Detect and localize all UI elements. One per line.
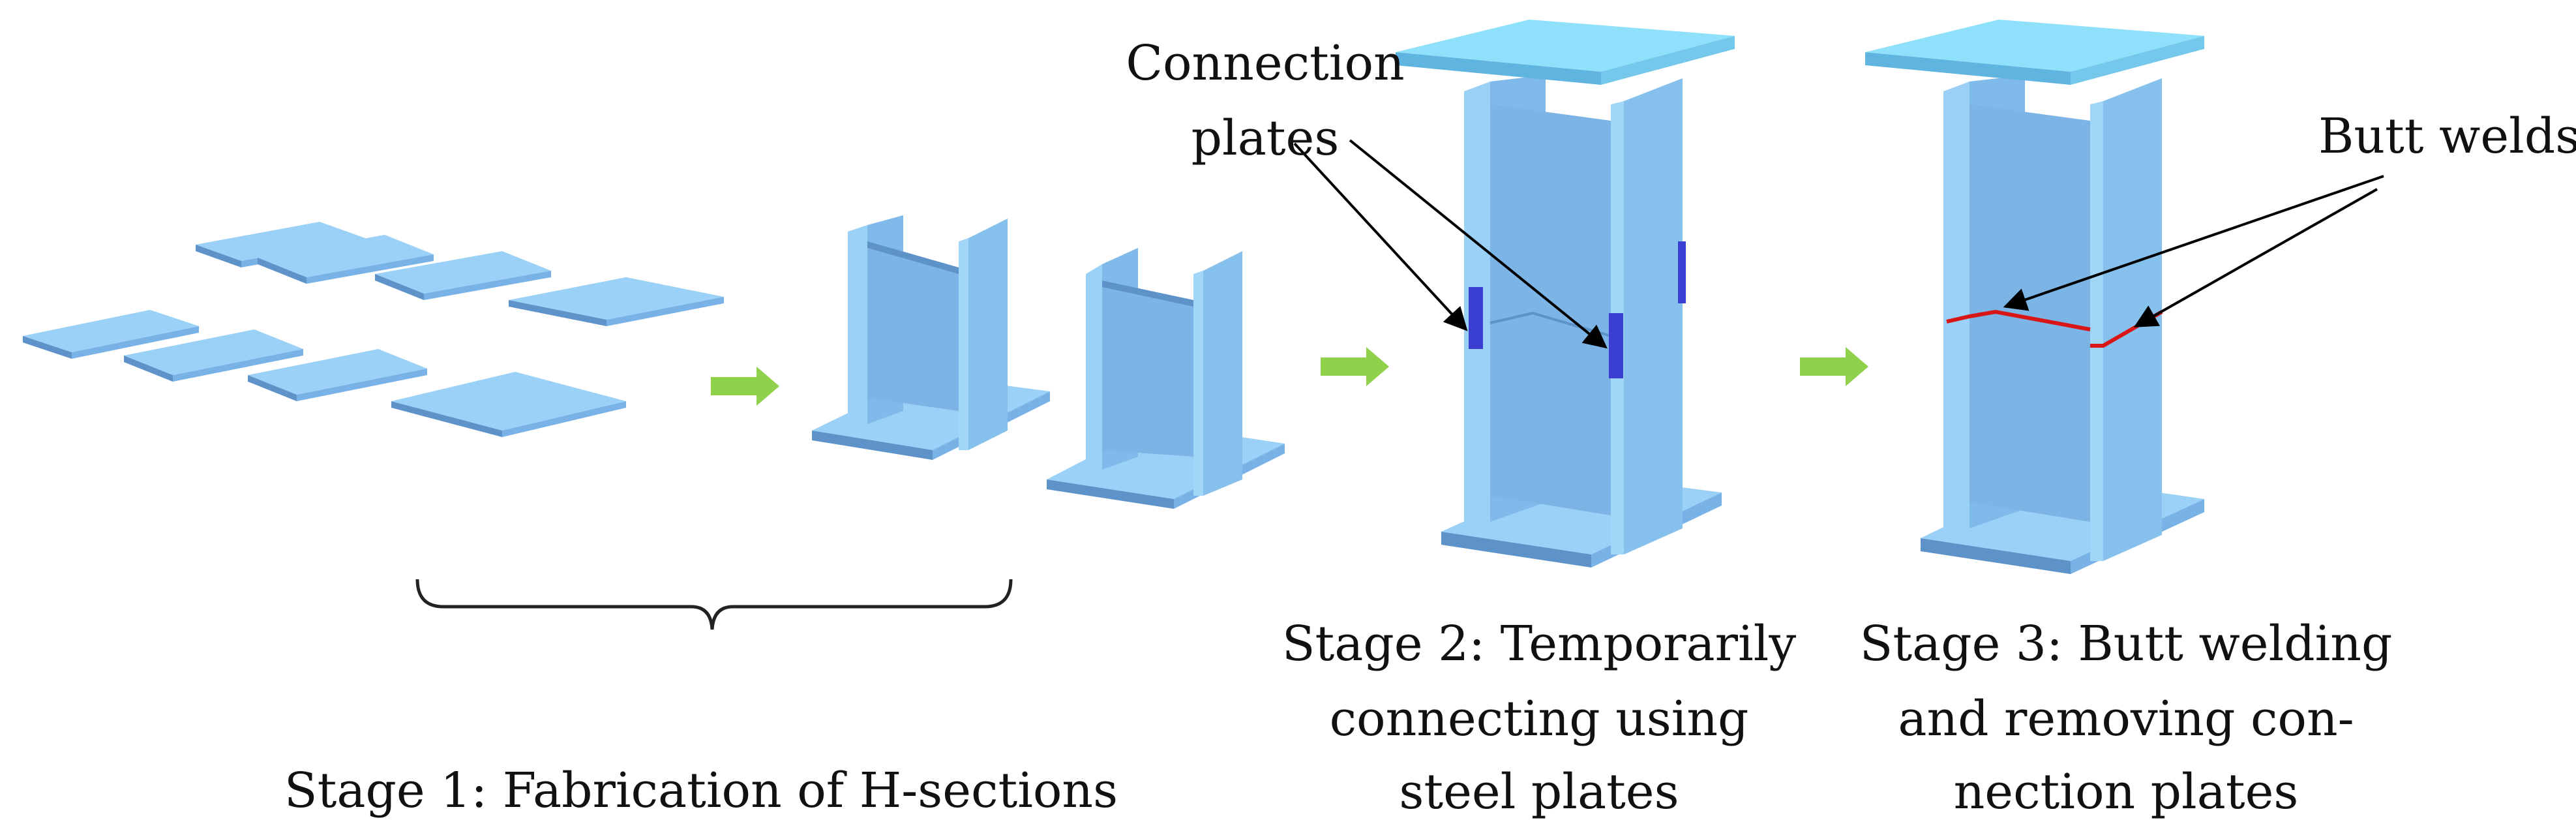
stage1-caption: Stage 1: Fabrication of H-sections bbox=[284, 763, 1118, 819]
flat-plate bbox=[509, 277, 724, 326]
connection-plate bbox=[1678, 241, 1686, 303]
callout-arrow bbox=[2003, 175, 2384, 311]
butt-weld bbox=[1946, 309, 2091, 331]
flat-plate bbox=[124, 329, 303, 382]
flat-plate bbox=[375, 251, 551, 300]
connection-plate bbox=[1609, 313, 1623, 378]
h-section bbox=[1047, 248, 1285, 509]
callout-connection-plates-line2: plates bbox=[1191, 110, 1340, 166]
connection-plate bbox=[1469, 287, 1483, 349]
flat-steel-plates bbox=[23, 222, 724, 437]
callout-butt-welds: Butt welds bbox=[2318, 108, 2576, 164]
flat-plate bbox=[23, 310, 199, 359]
stage1-brace bbox=[415, 579, 1013, 630]
green-arrow-icon bbox=[711, 367, 779, 406]
stage2-caption-line2: connecting using bbox=[1329, 691, 1749, 747]
flat-plate bbox=[248, 349, 427, 401]
h-section bbox=[812, 215, 1050, 460]
column-stage-3 bbox=[1865, 20, 2204, 574]
callout-arrow bbox=[1349, 139, 1608, 349]
stage3-caption-line2: and removing con- bbox=[1898, 691, 2354, 747]
stage2-caption-line3: steel plates bbox=[1399, 764, 1679, 820]
stage3-caption-line3: nection plates bbox=[1953, 764, 2299, 820]
callout-arrow bbox=[1293, 142, 1468, 331]
flat-plate bbox=[258, 235, 434, 284]
flat-plate bbox=[391, 372, 626, 437]
stage3-caption-line1: Stage 3: Butt welding bbox=[1859, 616, 2393, 672]
callout-connection-plates-line1: Connection bbox=[1126, 35, 1405, 91]
stage2-caption-line1: Stage 2: Temporarily bbox=[1281, 616, 1797, 672]
callout-arrow bbox=[2133, 188, 2378, 327]
green-arrow-icon bbox=[1321, 347, 1389, 386]
green-arrow-icon bbox=[1800, 347, 1868, 386]
column-stage-2 bbox=[1396, 20, 1735, 568]
